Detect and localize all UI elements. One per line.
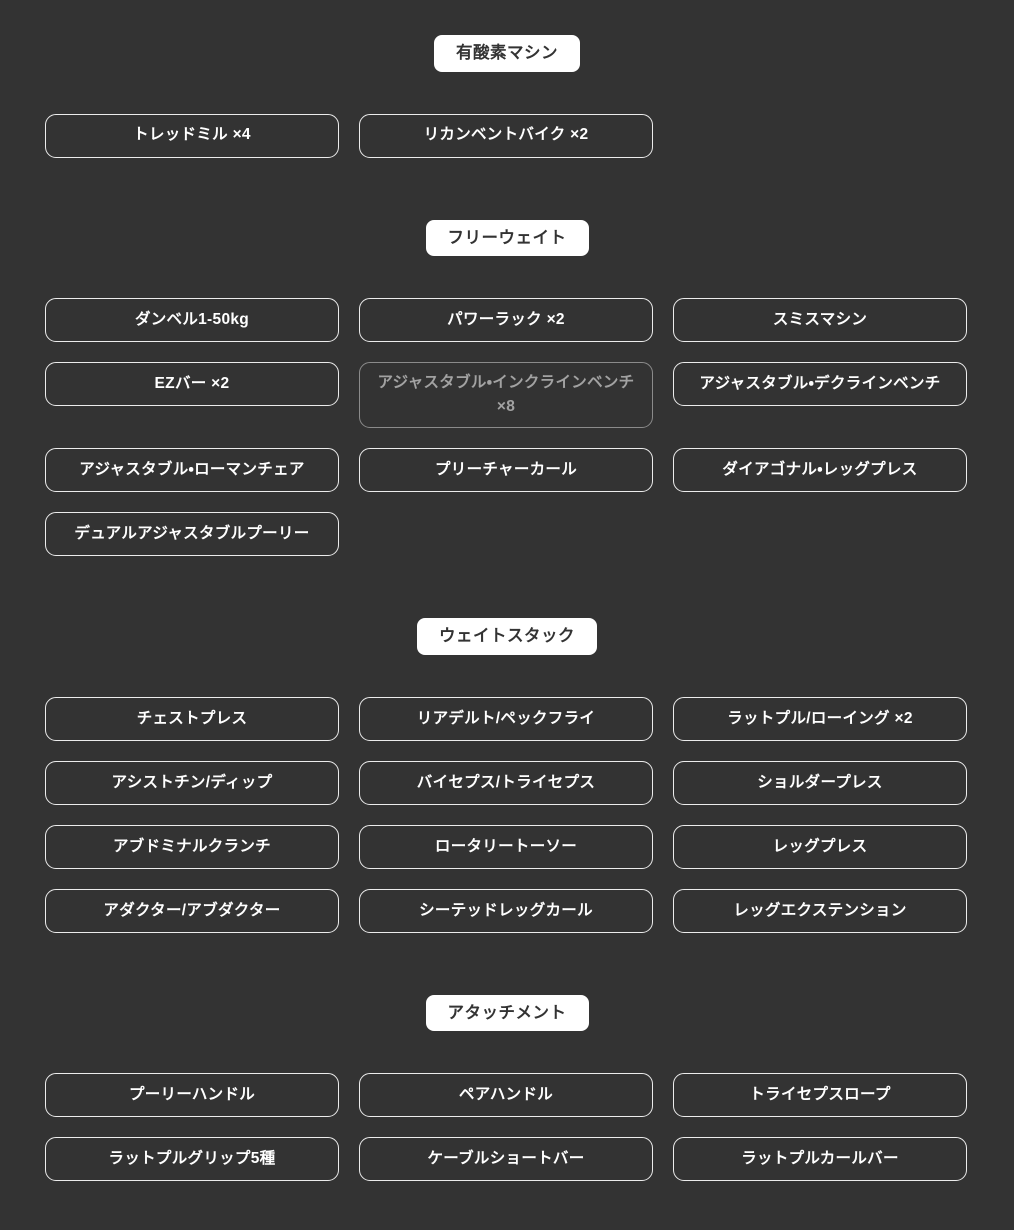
section-header: ウェイトスタック [45,618,969,655]
section-title-badge: ウェイトスタック [417,618,597,655]
equipment-grid: チェストプレスリアデルト/ペックフライラットプル/ローイング ×2 アシストチン/… [45,696,969,933]
equipment-section: アタッチメント プーリーハンドルペアハンドルトライセプスロープラットプルグリップ… [45,994,969,1182]
equipment-button[interactable]: デュアルアジャスタブルプーリー [45,512,339,557]
equipment-button[interactable]: プーリーハンドル [45,1073,339,1118]
equipment-grid: トレッドミル ×4 リカンベントバイク ×2 [45,113,969,158]
equipment-section: ウェイトスタック チェストプレスリアデルト/ペックフライラットプル/ローイング … [45,618,969,933]
equipment-section: フリーウェイト ダンベル1-50kg パワーラック ×2 スミスマシン EZバー ×2… [45,219,969,557]
equipment-button[interactable]: ラットプルグリップ5種 [45,1137,339,1182]
equipment-button[interactable]: ダイアゴナル・レッグプレス [673,448,967,493]
equipment-button[interactable]: EZバー ×2 [45,362,339,406]
equipment-button[interactable]: アジャスタブル・ローマンチェア [45,448,339,493]
equipment-button[interactable]: アブドミナルクランチ [45,824,339,869]
equipment-button[interactable]: ペアハンドル [359,1073,653,1118]
gym-equipment-list: 有酸素マシン トレッドミル ×4 リカンベントバイク ×2 フリーウェイト ダンベ… [45,35,969,1182]
section-title-badge: フリーウェイト [425,219,589,256]
equipment-button[interactable]: アジャスタブル・インクラインベンチ ×8 [359,362,653,429]
section-header: 有酸素マシン [45,35,969,72]
equipment-button[interactable]: プリーチャーカール [359,448,653,493]
equipment-button[interactable]: シーテッドレッグカール [359,888,653,933]
equipment-button[interactable]: パワーラック ×2 [359,298,653,342]
equipment-button[interactable]: チェストプレス [45,696,339,741]
section-title-badge: 有酸素マシン [434,35,580,72]
equipment-button[interactable]: レッグエクステンション [673,888,967,933]
equipment-button[interactable]: アシストチン/ディップ [45,760,339,805]
equipment-button[interactable]: トライセプスロープ [673,1073,967,1118]
equipment-button[interactable]: アジャスタブル・デクラインベンチ [673,362,967,406]
equipment-button[interactable]: リアデルト/ペックフライ [359,696,653,741]
equipment-button[interactable]: バイセプス/トライセプス [359,760,653,805]
section-header: フリーウェイト [45,219,969,256]
section-title-badge: アタッチメント [425,994,589,1032]
equipment-button[interactable]: トレッドミル ×4 [45,113,339,158]
equipment-button[interactable]: ロータリートーソー [359,824,653,869]
equipment-button[interactable]: アダクター/アブダクター [45,888,339,933]
equipment-button[interactable]: スミスマシン [673,298,967,342]
equipment-section: 有酸素マシン トレッドミル ×4 リカンベントバイク ×2 [45,35,969,158]
equipment-button[interactable]: リカンベントバイク ×2 [359,113,653,158]
equipment-grid: プーリーハンドルペアハンドルトライセプスロープラットプルグリップ5種ケーブルショ… [45,1073,969,1182]
equipment-button[interactable]: ラットプル/ローイング ×2 [673,696,967,741]
equipment-button[interactable]: ダンベル1-50kg [45,298,339,342]
equipment-button[interactable]: ケーブルショートバー [359,1137,653,1182]
section-header: アタッチメント [45,994,969,1032]
equipment-button[interactable]: ラットプルカールバー [673,1137,967,1182]
equipment-grid: ダンベル1-50kg パワーラック ×2 スミスマシン EZバー ×2 アジャスタブル・… [45,298,969,557]
equipment-button[interactable]: レッグプレス [673,824,967,869]
equipment-button[interactable]: ショルダープレス [673,760,967,805]
